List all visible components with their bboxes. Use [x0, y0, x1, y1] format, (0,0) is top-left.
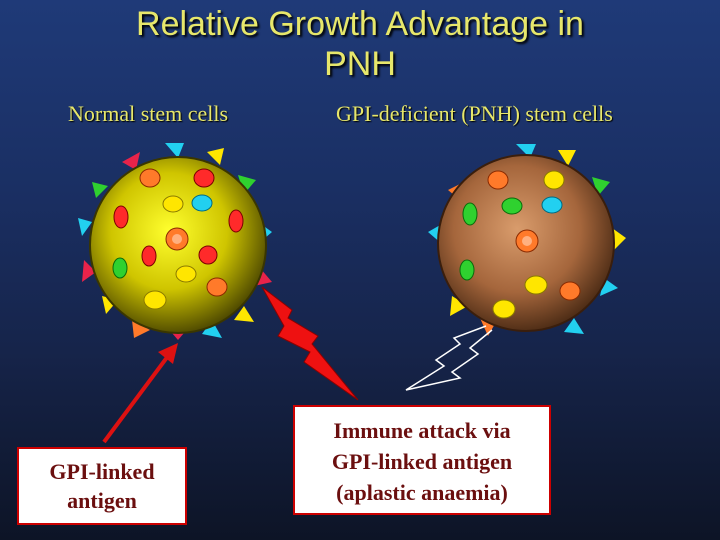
immune-callout-line-1: Immune attack via	[333, 418, 511, 443]
organelle	[492, 299, 516, 319]
surface-antigen	[78, 218, 92, 236]
slide-title: Relative Growth Advantage in PNH	[0, 4, 720, 84]
surface-antigen	[165, 143, 184, 158]
organelle	[462, 202, 478, 226]
surface-antigen	[564, 318, 584, 334]
organelle	[193, 168, 215, 188]
organelle	[162, 195, 184, 213]
immune-callout-line-2: GPI-linked antigen	[331, 449, 513, 474]
pnh-stem-cells-label: GPI-deficient (PNH) stem cells	[336, 101, 613, 126]
surface-antigen	[207, 148, 224, 165]
organelle	[559, 281, 581, 301]
immune-attack-callout: Immune attack via GPI-linked antigen (ap…	[293, 405, 551, 515]
organelle	[543, 170, 565, 190]
antigen-callout-line-2: antigen	[67, 488, 137, 513]
antigen-pointer-arrow	[102, 343, 178, 444]
organelle	[522, 236, 532, 246]
organelle	[228, 209, 244, 233]
surface-antigen	[202, 320, 222, 338]
title-line-2: PNH	[324, 45, 396, 83]
surface-antigen	[450, 296, 468, 316]
surface-antigen	[558, 150, 576, 166]
organelle	[172, 234, 182, 244]
organelle	[198, 245, 218, 265]
surface-antigen	[234, 306, 254, 322]
surface-antigen	[122, 152, 140, 170]
organelle	[487, 170, 509, 190]
immune-callout-line-3: (aplastic anaemia)	[336, 480, 508, 505]
title-line-1: Relative Growth Advantage in	[136, 5, 584, 43]
organelle	[501, 197, 523, 215]
organelle	[206, 277, 228, 297]
organelle	[524, 275, 548, 295]
organelle	[139, 168, 161, 188]
pnh-stem-cell	[428, 144, 626, 336]
organelle	[112, 257, 128, 279]
organelle	[191, 194, 213, 212]
organelle	[541, 196, 563, 214]
antigen-callout-line-1: GPI-linked	[49, 459, 155, 484]
organelle	[175, 265, 197, 283]
normal-stem-cells-label: Normal stem cells	[68, 101, 229, 126]
pnh-cell-organelles	[459, 170, 581, 319]
gpi-linked-antigen-callout: GPI-linked antigen	[17, 447, 187, 525]
surface-antigen	[132, 320, 150, 338]
organelle	[459, 259, 475, 281]
organelle	[141, 245, 157, 267]
normal-cell-organelles	[112, 168, 244, 310]
surface-antigen	[82, 260, 96, 282]
organelle	[113, 205, 129, 229]
surface-antigen	[612, 228, 626, 252]
surface-antigen	[92, 182, 108, 198]
immune-attack-lightning	[261, 286, 359, 401]
organelle	[143, 290, 167, 310]
normal-stem-cell	[78, 143, 272, 340]
ineffective-attack-lightning	[405, 325, 493, 391]
